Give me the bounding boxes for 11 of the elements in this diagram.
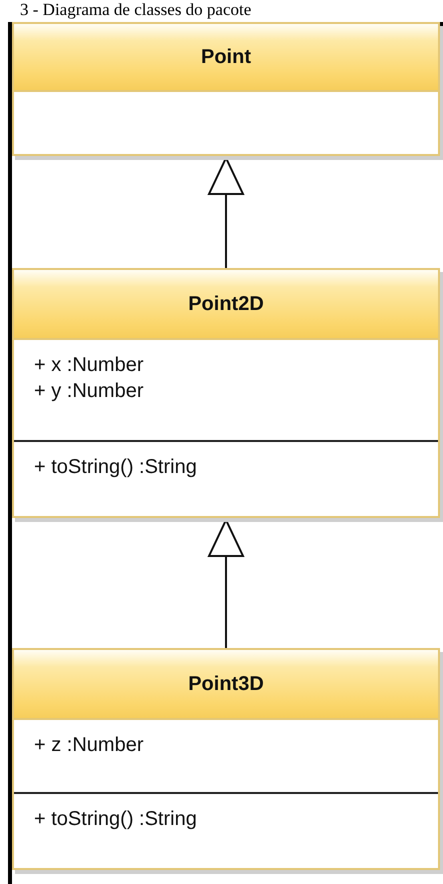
attribute-text: + y :Number [34, 379, 144, 404]
class-name: Point3D [188, 672, 264, 696]
generalization-arrow [208, 157, 244, 268]
method-text: + toString() :String [34, 455, 198, 480]
figure-caption: 3 - Diagrama de classes do pacote [20, 0, 252, 20]
class-name: Point [201, 46, 251, 68]
class-name: Point2D [188, 292, 264, 316]
attribute-text: + x :Number [34, 353, 144, 378]
attribute-text: + z :Number [34, 733, 144, 758]
method-text: + toString() :String [34, 807, 198, 832]
generalization-arrow [208, 519, 244, 648]
